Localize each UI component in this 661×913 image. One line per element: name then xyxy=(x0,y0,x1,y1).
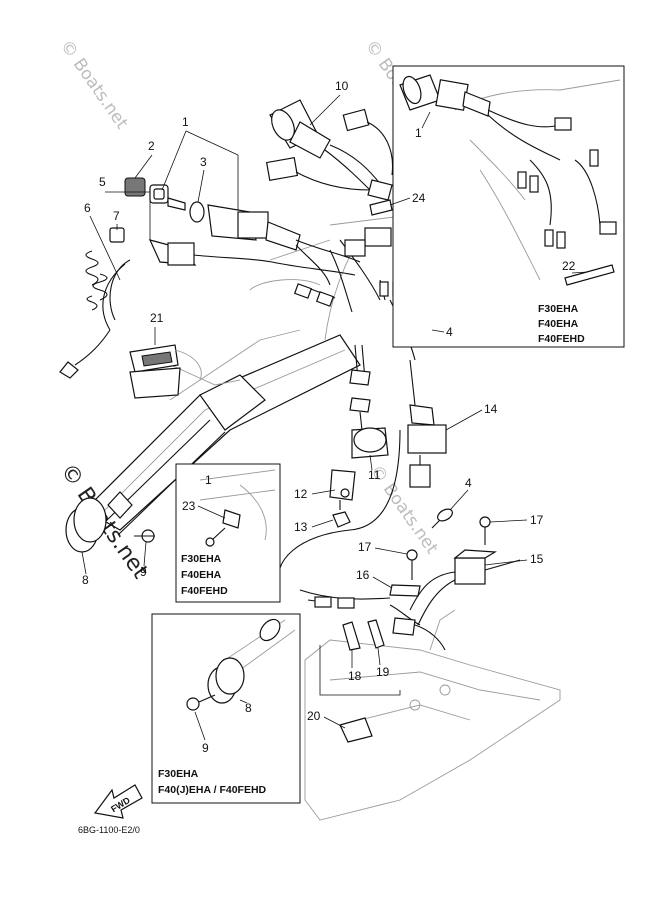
part-4-band-lower xyxy=(431,508,453,529)
part-11-relay xyxy=(349,344,389,459)
callout-20: 20 xyxy=(307,709,321,723)
callout-2: 2 xyxy=(148,139,155,153)
part-8-grip-end xyxy=(65,491,155,553)
callout-5: 5 xyxy=(99,175,106,189)
callout-12: 12 xyxy=(294,487,308,501)
part-6-stop-switch xyxy=(59,227,273,379)
callout-3: 3 xyxy=(200,155,207,169)
inset-top-right: 1 22 F30EHA F40EHA F40FEHD xyxy=(392,65,625,348)
part-13-bolt xyxy=(332,500,351,528)
callout-14: 14 xyxy=(484,402,498,416)
inset-middle-left: 1 23 F30EHA F40EHA F40FEHD xyxy=(175,463,281,603)
callout-11: 11 xyxy=(368,468,381,482)
part-21-grip-cover xyxy=(129,344,202,399)
callout-4-upper: 4 xyxy=(446,325,453,339)
inset-bl-callout-9: 9 xyxy=(202,741,209,755)
callout-21: 21 xyxy=(150,311,164,325)
callout-9: 9 xyxy=(140,565,147,579)
callouts: 1 2 3 5 6 7 10 24 21 4 14 11 xyxy=(81,79,589,729)
inset-tr-callout-22: 22 xyxy=(562,259,576,273)
part-1-main-switch xyxy=(124,177,361,286)
callout-24: 24 xyxy=(412,191,426,205)
part-15-rectifier xyxy=(409,549,521,626)
callout-6: 6 xyxy=(84,201,91,215)
inset-tr-model-2: F40EHA xyxy=(538,318,579,330)
callout-17-right: 17 xyxy=(530,513,544,527)
lanyard-coil xyxy=(85,250,108,311)
callout-4-lower: 4 xyxy=(465,476,472,490)
part-14-connector xyxy=(407,359,447,488)
wiring-engine xyxy=(271,227,416,361)
callout-19: 19 xyxy=(376,665,390,679)
inset-bottom-left: 8 9 F30EHA F40(J)EHA / F40FEHD xyxy=(151,613,301,804)
callout-10: 10 xyxy=(335,79,349,93)
part-17-screw-b xyxy=(479,516,491,545)
callout-7: 7 xyxy=(113,209,120,223)
callout-17-left: 17 xyxy=(358,540,372,554)
inset-bl-model-2: F40(J)EHA / F40FEHD xyxy=(158,784,267,796)
connector-set-upper xyxy=(265,108,394,201)
part-17-screw-a xyxy=(406,549,418,580)
part-18-holder xyxy=(342,621,361,651)
inset-bl-model-1: F30EHA xyxy=(158,768,199,780)
part-20-label xyxy=(339,717,373,743)
part-19-holder xyxy=(367,619,385,649)
part-10-harness-plug xyxy=(269,99,386,196)
callout-18: 18 xyxy=(348,669,362,683)
callout-13: 13 xyxy=(294,520,308,534)
callout-15: 15 xyxy=(530,552,544,566)
callout-16: 16 xyxy=(356,568,370,582)
inset-frame-middle-left xyxy=(175,463,281,603)
inset-ml-model-2: F40EHA xyxy=(181,569,222,581)
part-16-clamp xyxy=(389,584,421,597)
inset-ml-model-1: F30EHA xyxy=(181,553,222,565)
inset-tr-model-1: F30EHA xyxy=(538,303,579,315)
watermark-top-left: © Boats.net xyxy=(56,36,132,133)
callout-8: 8 xyxy=(82,573,89,587)
inset-tr-model-3: F40FEHD xyxy=(538,333,585,345)
inset-ml-callout-23: 23 xyxy=(182,499,196,513)
inset-frame-top-right xyxy=(392,65,625,348)
inset-bl-callout-8: 8 xyxy=(245,701,252,715)
fwd-arrow: FWD xyxy=(93,784,143,819)
inset-tr-callout-1: 1 xyxy=(415,126,422,140)
inset-ml-model-3: F40FEHD xyxy=(181,585,228,597)
inset-frame-bottom-left xyxy=(151,613,301,804)
callout-1: 1 xyxy=(182,115,189,129)
part-24-clip xyxy=(369,199,393,216)
main-harness-lower xyxy=(277,429,446,651)
part-12-bracket xyxy=(329,469,356,501)
inset-ml-callout-1: 1 xyxy=(205,473,212,487)
part-code: 6BG-1100-E2/0 xyxy=(78,825,140,835)
bracket-18-19 xyxy=(319,645,401,696)
